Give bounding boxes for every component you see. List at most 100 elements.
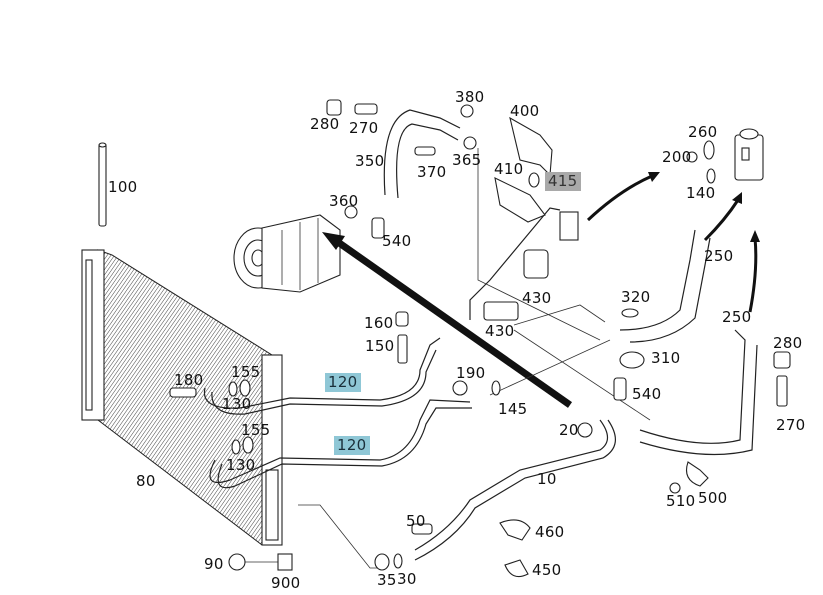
line-part-250-lower-outline xyxy=(639,344,758,456)
callout-415: 415 xyxy=(545,172,581,191)
callout-200: 200 xyxy=(662,148,692,166)
pressure-line xyxy=(469,207,561,320)
callout-460: 460 xyxy=(535,523,565,541)
line-part-10 xyxy=(414,419,609,551)
callout-140: 140 xyxy=(686,184,716,202)
bolt-part-370 xyxy=(414,146,436,156)
callout-270: 270 xyxy=(349,119,379,137)
seal-part-35 xyxy=(374,553,390,571)
seal-part-415 xyxy=(528,172,540,188)
valve-block-part-430b xyxy=(483,301,519,321)
callout-370: 370 xyxy=(417,163,447,181)
valve-part-270-right xyxy=(776,375,788,407)
arrowhead-icon xyxy=(732,192,742,204)
clamp-part-500 xyxy=(685,461,709,487)
callout-100: 100 xyxy=(108,178,138,196)
callout-35: 35 xyxy=(377,571,397,589)
callout-260: 260 xyxy=(688,123,718,141)
hose-part-350-outline xyxy=(396,123,459,199)
callout-410: 410 xyxy=(494,160,524,178)
line-part-250-lower xyxy=(639,329,746,444)
valve-part-540-bottom xyxy=(613,377,627,401)
curved-arrow-to-expansion-valve-2 xyxy=(703,199,740,242)
line-part-120-lower xyxy=(209,399,471,484)
callout-250: 250 xyxy=(704,247,734,265)
clip-part-450 xyxy=(504,559,529,578)
callout-120: 120 xyxy=(334,436,370,455)
bolt-part-50 xyxy=(411,523,433,535)
seal-part-155a xyxy=(239,379,251,397)
compressor xyxy=(233,214,341,293)
callout-900: 900 xyxy=(271,574,301,592)
callout-130: 130 xyxy=(226,456,256,474)
washer-part-380 xyxy=(460,104,474,118)
cap-part-160 xyxy=(395,311,409,327)
clip-part-460 xyxy=(499,519,531,541)
callout-90: 90 xyxy=(204,555,224,573)
callout-270: 270 xyxy=(776,416,806,434)
callout-50: 50 xyxy=(406,512,426,530)
callout-380: 380 xyxy=(455,88,485,106)
callout-365: 365 xyxy=(452,151,482,169)
expansion-valve xyxy=(686,128,764,184)
bolt-part-180 xyxy=(169,387,197,398)
callout-80: 80 xyxy=(136,472,156,490)
suction-line-part-250-outline xyxy=(629,237,711,343)
callout-510: 510 xyxy=(666,492,696,510)
seal-part-145 xyxy=(491,380,501,396)
callout-430: 430 xyxy=(522,289,552,307)
leader-line-35 xyxy=(298,504,380,569)
callout-155: 155 xyxy=(231,363,261,381)
seal-part-360 xyxy=(344,205,358,219)
line-part-120-upper-outline xyxy=(211,349,437,415)
vertical-arrow-to-expansion-valve xyxy=(748,237,758,313)
switch-part-90 xyxy=(228,553,246,571)
seal-part-365 xyxy=(463,136,477,150)
arrowhead-icon xyxy=(750,230,760,242)
callout-400: 400 xyxy=(510,102,540,120)
cap-part-280-right xyxy=(773,351,791,369)
callout-450: 450 xyxy=(532,561,562,579)
curved-arrow-to-expansion-valve-1 xyxy=(586,174,653,222)
seal-part-20 xyxy=(577,422,593,438)
callout-350: 350 xyxy=(355,152,385,170)
large-direction-arrow xyxy=(322,232,573,408)
suction-line-part-250 xyxy=(619,229,696,331)
callout-360: 360 xyxy=(329,192,359,210)
callout-430: 430 xyxy=(485,322,515,340)
callout-155: 155 xyxy=(241,421,271,439)
callout-145: 145 xyxy=(498,400,528,418)
valve-part-270-top xyxy=(354,103,378,115)
line-part-120-lower-outline xyxy=(217,407,472,489)
callout-310: 310 xyxy=(651,349,681,367)
arrowhead-icon xyxy=(648,172,660,182)
leader-lines-430 xyxy=(489,304,651,421)
callout-30: 30 xyxy=(397,570,417,588)
valve-part-150 xyxy=(397,334,408,364)
callout-250: 250 xyxy=(722,308,752,326)
callout-180: 180 xyxy=(174,371,204,389)
callout-540: 540 xyxy=(382,232,412,250)
seal-part-130a xyxy=(228,381,238,397)
callout-120: 120 xyxy=(325,373,361,392)
seal-part-155b xyxy=(242,436,254,454)
cap-part-280-top xyxy=(326,99,342,116)
cap-part-320 xyxy=(621,308,639,318)
bracket-part-410 xyxy=(494,177,546,223)
callout-20: 20 xyxy=(559,421,579,439)
callout-500: 500 xyxy=(698,489,728,507)
callout-150: 150 xyxy=(365,337,395,355)
damper-part-310 xyxy=(619,351,645,369)
switch-part xyxy=(559,211,579,241)
callout-540: 540 xyxy=(632,385,662,403)
nut-part-190 xyxy=(452,380,468,396)
connector-part-900 xyxy=(277,553,293,571)
valve-block-part-430a xyxy=(523,249,549,279)
drier-rod-part-100 xyxy=(98,142,107,227)
line-part-10-outline xyxy=(414,419,616,561)
callout-280: 280 xyxy=(773,334,803,352)
callout-320: 320 xyxy=(621,288,651,306)
nut-part-510 xyxy=(669,482,681,494)
